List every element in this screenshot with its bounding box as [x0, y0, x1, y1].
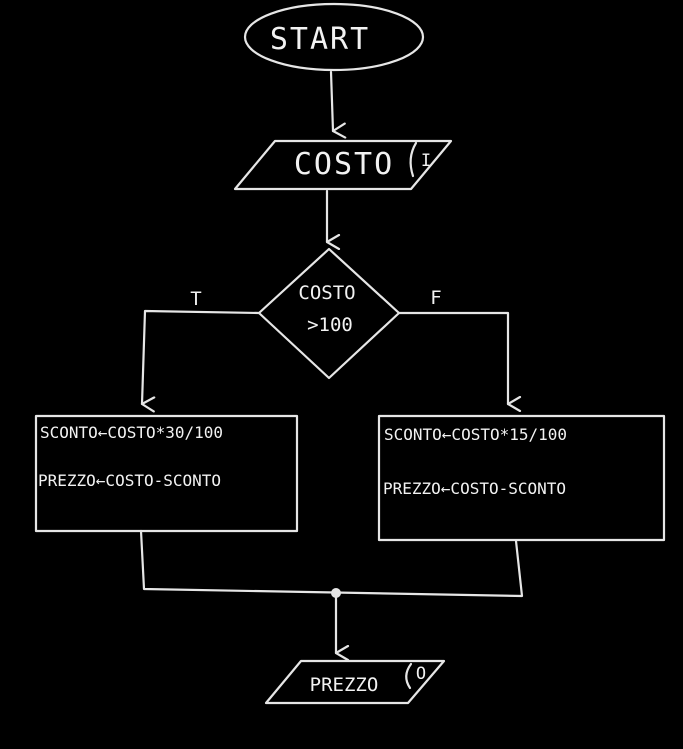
start-node: START — [243, 2, 425, 72]
input-tag-arc — [409, 141, 418, 178]
branch-false-line — [397, 311, 508, 404]
process-box-true: SCONTO←COSTO*30/100 PREZZO←COSTO-SCONTO — [34, 414, 299, 533]
branch-true-label: T — [190, 288, 201, 310]
branch-true-line — [140, 309, 261, 404]
arrow-start-to-input — [329, 70, 333, 131]
box-true-line2: PREZZO←COSTO-SCONTO — [38, 471, 221, 490]
input-tag: I — [421, 151, 431, 171]
input-label: COSTO — [294, 147, 394, 182]
output-node: PREZZO O — [264, 659, 446, 705]
box-true-line1: SCONTO←COSTO*30/100 — [40, 423, 223, 442]
branch-false-label: F — [430, 287, 441, 309]
start-label: START — [270, 22, 370, 57]
box-false-line1: SCONTO←COSTO*15/100 — [384, 425, 567, 444]
decision-line1: COSTO — [298, 282, 355, 304]
decision-line2: >100 — [307, 314, 353, 336]
input-node: COSTO I — [233, 139, 453, 191]
process-box-false: SCONTO←COSTO*15/100 PREZZO←COSTO-SCONTO — [377, 414, 666, 542]
box-false-line2: PREZZO←COSTO-SCONTO — [383, 479, 566, 498]
output-tag-arc — [405, 662, 413, 690]
merge-junction — [331, 588, 341, 598]
output-tag: O — [416, 664, 426, 684]
decision-node: COSTO >100 — [257, 247, 401, 380]
output-label: PREZZO — [310, 674, 379, 696]
